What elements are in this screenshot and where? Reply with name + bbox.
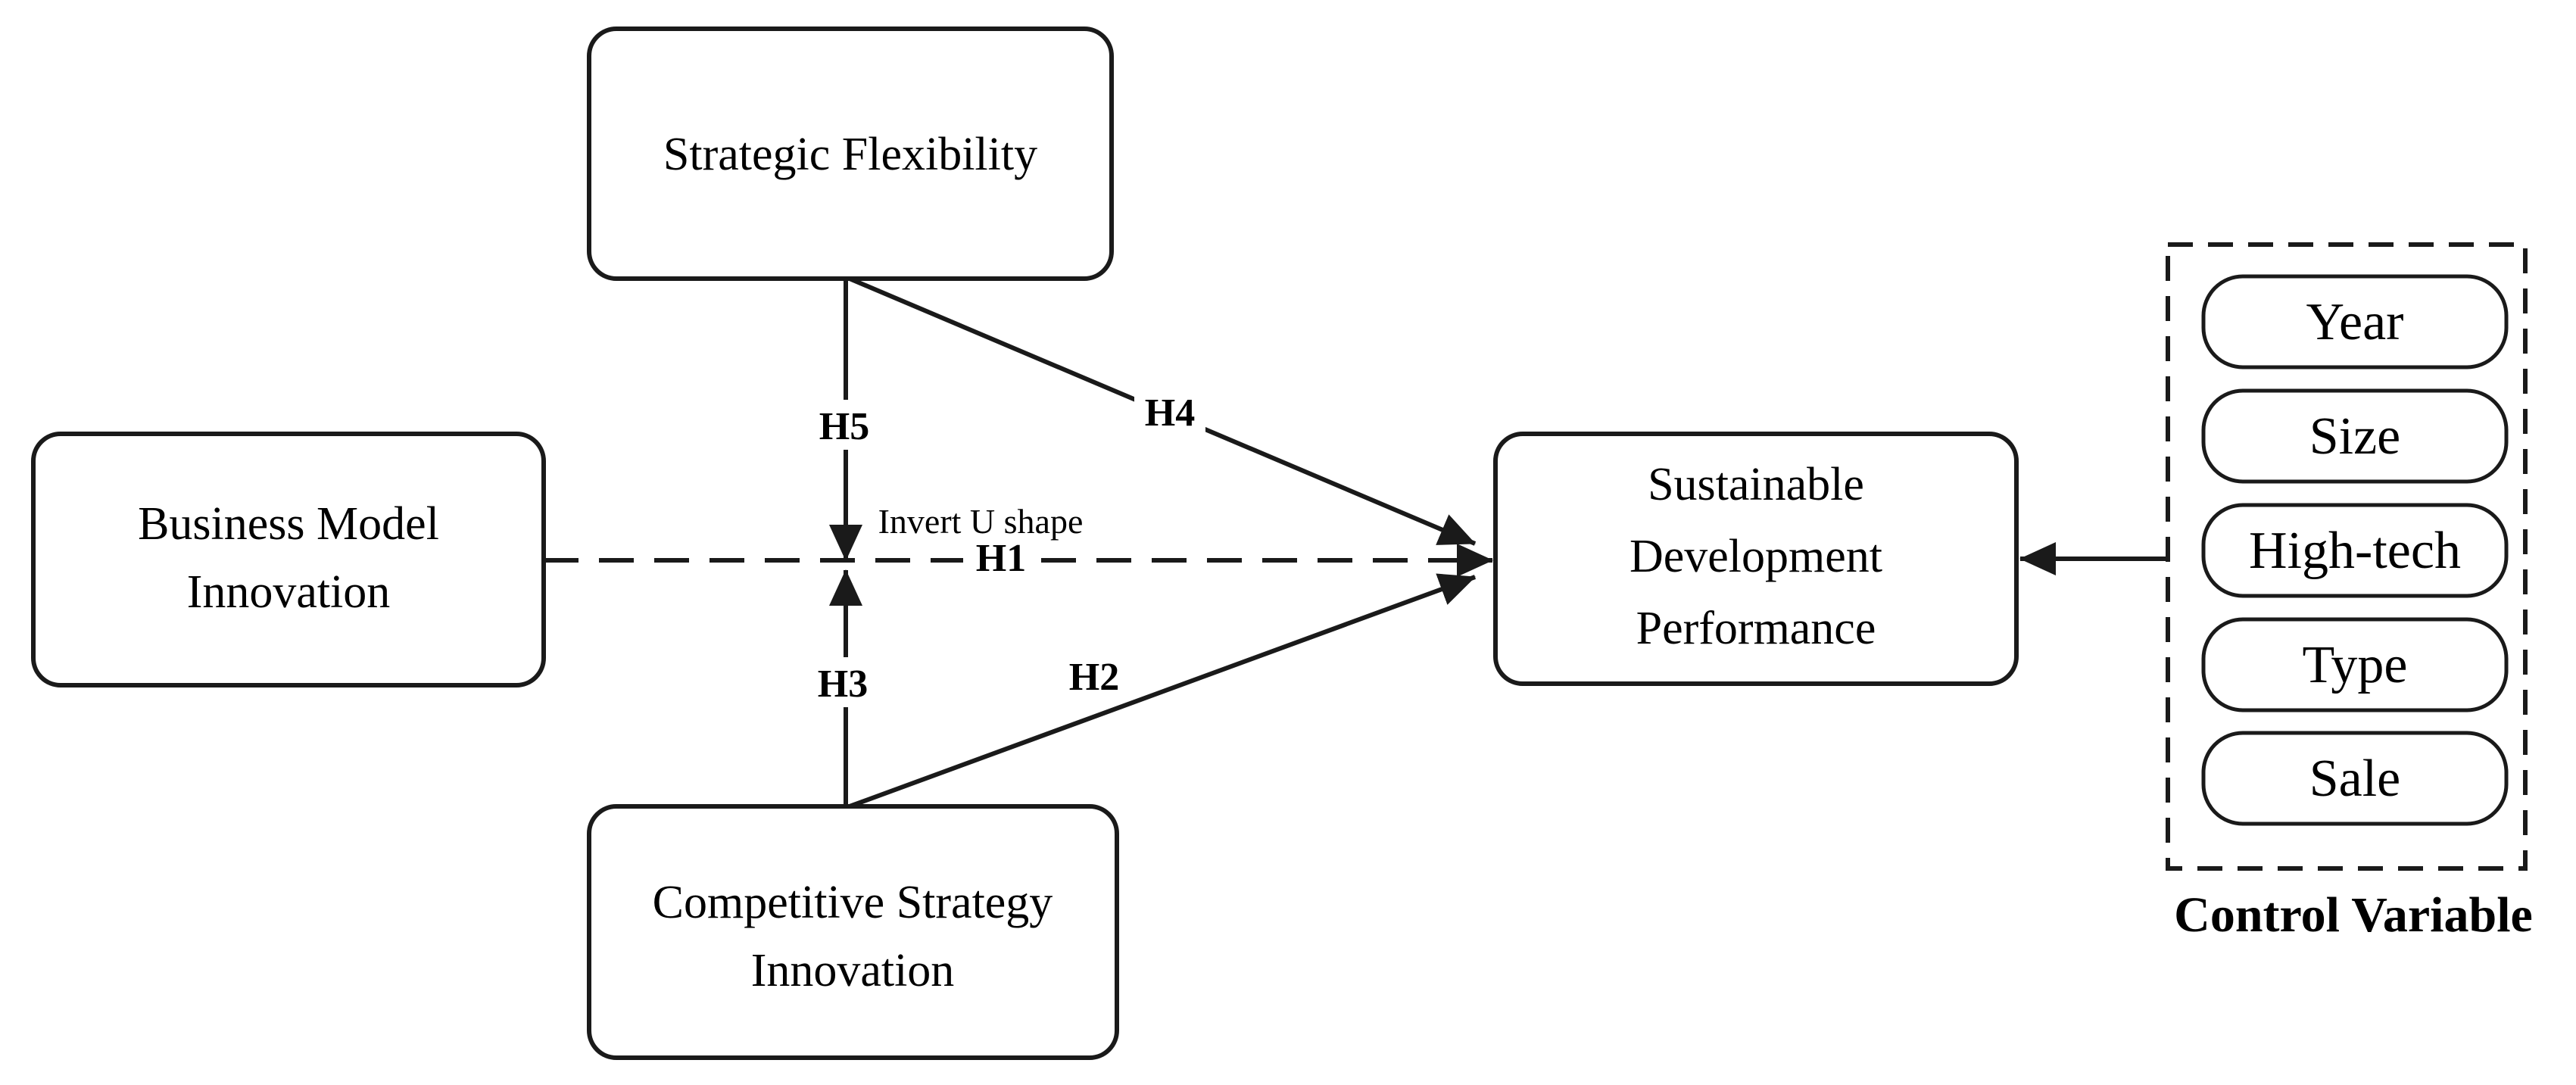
sustainable-development-performance-box — [1493, 432, 2019, 686]
control-pill-year: Year — [2201, 274, 2509, 369]
control-pill-year-label: Year — [2306, 293, 2404, 351]
control-pill-high-tech-box — [2201, 503, 2509, 598]
edge-h4-label: H4 — [1145, 391, 1195, 435]
business-model-innovation-label-line2: Innovation — [187, 566, 391, 618]
node-strategic-flexibility: Strategic Flexibility — [587, 27, 1114, 281]
node-sustainable-development-performance: Sustainable Development Performance — [1493, 432, 2019, 686]
control-pill-sale: Sale — [2201, 731, 2509, 826]
h1-label-mask — [963, 535, 1039, 580]
node-competitive-strategy-innovation: Competitive Strategy Innovation — [587, 804, 1119, 1060]
business-model-innovation-label-line1: Business Model — [138, 498, 439, 550]
sdp-label-line3: Performance — [1636, 603, 1876, 654]
control-pill-sale-box — [2201, 731, 2509, 826]
control-pill-type-label: Type — [2303, 636, 2408, 694]
control-panel-dashed-border — [2166, 242, 2528, 871]
h4-label-mask — [1134, 388, 1205, 435]
edge-h2-line — [848, 573, 1477, 809]
sdp-label-line1: Sustainable — [1648, 459, 1864, 510]
control-pill-type: Type — [2201, 617, 2509, 712]
edge-h5-label: H5 — [819, 405, 869, 448]
h3-label-mask — [812, 657, 874, 707]
competitive-strategy-innovation-label-line2: Innovation — [751, 945, 955, 996]
control-pill-year-box — [2201, 274, 2509, 369]
node-business-model-innovation: Business Model Innovation — [31, 432, 546, 687]
sdp-label-line2: Development — [1629, 531, 1882, 582]
control-pill-type-box — [2201, 617, 2509, 712]
edge-h3-label: H3 — [818, 663, 868, 706]
h5-label-mask — [815, 400, 877, 450]
strategic-flexibility-box — [587, 27, 1114, 281]
edge-h1-label: H1 — [976, 537, 1026, 580]
control-pill-size: Size — [2201, 388, 2509, 484]
business-model-innovation-box — [31, 432, 546, 687]
competitive-strategy-innovation-label-line1: Competitive Strategy — [653, 877, 1053, 928]
control-panel-title: Control Variable — [2174, 887, 2533, 943]
control-pill-high-tech: High-tech — [2201, 503, 2509, 598]
control-pill-sale-label: Sale — [2309, 750, 2401, 808]
control-variable-panel: Year Size High-tech Type Sale Control Va… — [2166, 242, 2533, 943]
strategic-flexibility-label: Strategic Flexibility — [663, 129, 1037, 180]
edge-h1-annotation: Invert U shape — [878, 502, 1084, 541]
control-pill-high-tech-label: High-tech — [2249, 522, 2461, 580]
control-pill-size-label: Size — [2309, 407, 2401, 466]
control-pill-size-box — [2201, 388, 2509, 484]
competitive-strategy-innovation-box — [587, 804, 1119, 1060]
edge-h2-label: H2 — [1069, 656, 1119, 699]
